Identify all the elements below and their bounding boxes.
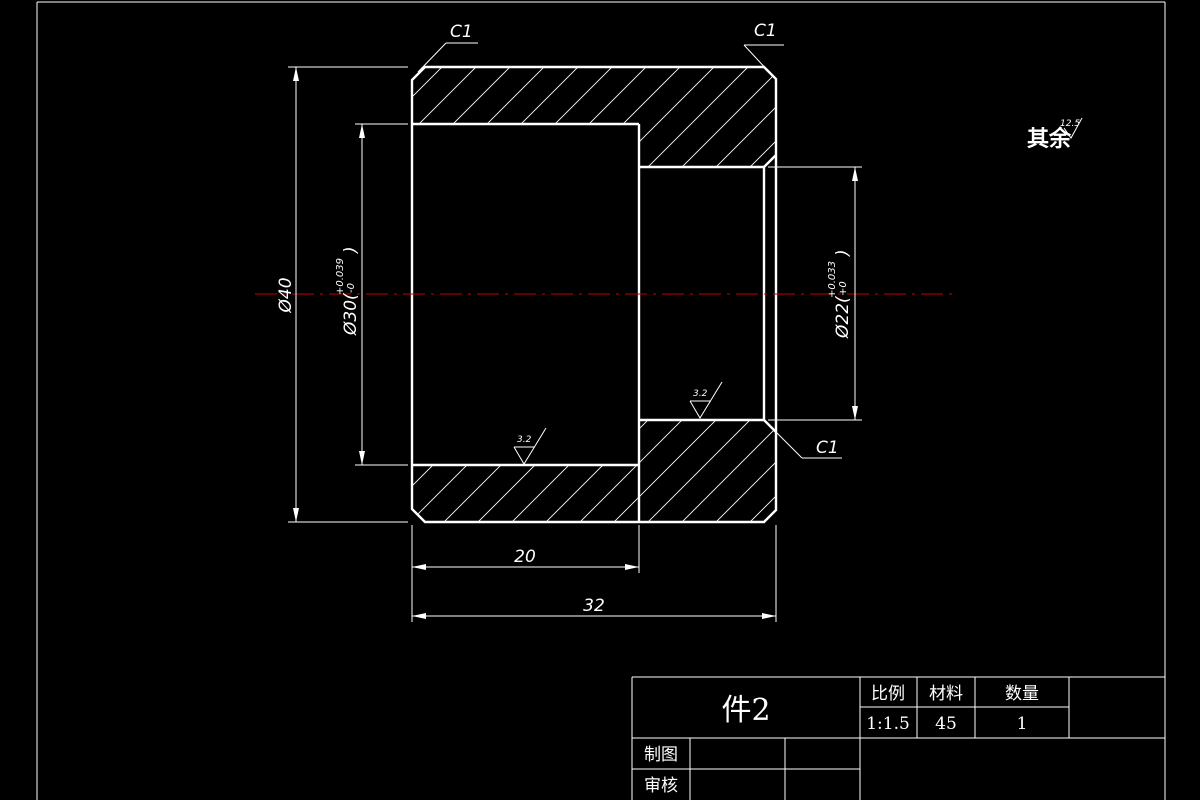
dimension-bore-small-text: Ø22( <box>833 295 853 339</box>
hatch-line <box>810 415 925 530</box>
scale-value: 1:1.5 <box>866 714 910 734</box>
dimension-length-bore-text: 20 <box>514 547 536 567</box>
material-label: 材料 <box>929 684 963 704</box>
hatch-line <box>469 420 586 522</box>
chamfer-label-left: C1 <box>450 22 473 42</box>
hatch-line <box>571 420 688 522</box>
drawn-by-label: 制图 <box>644 745 678 765</box>
hatch-line <box>605 67 722 167</box>
hatch-line <box>435 420 552 522</box>
roughness-value-other: 12.5 <box>1060 119 1080 129</box>
dimension-bore-small-tol-upper: +0.033 <box>827 261 838 298</box>
hatch-line <box>412 420 416 522</box>
hatch-line <box>412 420 450 522</box>
dimension-bore-large-close: ) <box>341 246 361 255</box>
hatch-line <box>605 420 722 522</box>
hatch-line <box>412 67 518 167</box>
hatch-line <box>412 67 416 167</box>
quantity-label: 数量 <box>1005 684 1039 704</box>
roughness-value-bore-large: 3.2 <box>517 435 532 445</box>
dimension-length-bore: 20 <box>412 525 640 573</box>
dimension-outer-diameter-text: Ø40 <box>276 277 296 313</box>
note-other-surfaces: 其余 <box>1027 126 1072 152</box>
hatch-line <box>741 67 776 167</box>
hatch-line <box>775 67 776 167</box>
dimension-bore-small-close: ) <box>833 249 853 258</box>
dimension-bore-large-tol-lower: -0 <box>346 283 357 293</box>
dimension-bore-small: Ø22( +0.033 +0 ) <box>768 166 862 421</box>
hatch-line <box>741 420 776 522</box>
hatch-line <box>503 67 620 167</box>
roughness-value-bore-small: 3.2 <box>693 389 708 399</box>
dimension-bore-large-text: Ø30( <box>341 292 361 336</box>
chamfer-label-right-top: C1 <box>754 21 777 41</box>
hatch-line <box>412 420 518 522</box>
quantity-value: 1 <box>1017 714 1028 734</box>
part-name: 件2 <box>721 693 770 728</box>
hatch-line <box>503 420 620 522</box>
drawing-frame <box>36 1 1166 800</box>
chamfer-label-right-bottom: C1 <box>816 438 839 458</box>
hatch-line <box>844 415 959 530</box>
roughness-symbol-bore-small: 3.2 <box>689 381 723 419</box>
hatch-line <box>412 67 450 167</box>
dimension-bore-large: Ø30( +0.039 -0 ) <box>335 123 408 466</box>
hatch-line <box>775 420 776 522</box>
hatch-line <box>639 420 756 522</box>
title-block: 件2 比例 材料 数量 1:1.5 45 1 制图 审核 <box>631 676 1165 800</box>
chamfer-callout-right-top: C1 <box>743 21 784 74</box>
hatch-line <box>469 67 586 167</box>
hatch-line <box>673 420 776 522</box>
checked-by-label: 审核 <box>644 776 678 796</box>
material-value: 45 <box>935 714 957 734</box>
hatch-line <box>707 67 776 167</box>
hatch-line <box>878 60 993 175</box>
chamfer-callout-left: C1 <box>417 22 478 73</box>
scale-label: 比例 <box>871 684 905 704</box>
dimension-bore-large-tol-upper: +0.039 <box>335 258 346 295</box>
roughness-note-other: 其余 12.5 <box>1027 117 1083 152</box>
dimension-bore-small-tol-lower: +0 <box>838 281 849 296</box>
hatch-line <box>639 67 756 167</box>
hatch-line <box>571 67 688 167</box>
hatch-line <box>844 60 959 175</box>
hatch-line <box>707 420 776 522</box>
dimension-length-total: 32 <box>411 525 777 622</box>
roughness-symbol-bore-large: 3.2 <box>513 427 547 465</box>
hatch-line <box>412 67 484 167</box>
hatch-line <box>537 67 654 167</box>
section-hatching <box>412 60 993 530</box>
hatch-line <box>673 67 776 167</box>
dimension-outer-diameter: Ø40 <box>276 66 408 523</box>
hatch-line <box>537 420 654 522</box>
hatch-line <box>810 60 925 175</box>
hatch-line <box>435 67 552 167</box>
dimension-length-total-text: 32 <box>583 596 605 616</box>
hatch-line <box>412 420 484 522</box>
hatch-line <box>878 415 993 530</box>
chamfer-callout-right-bottom: C1 <box>769 425 842 459</box>
